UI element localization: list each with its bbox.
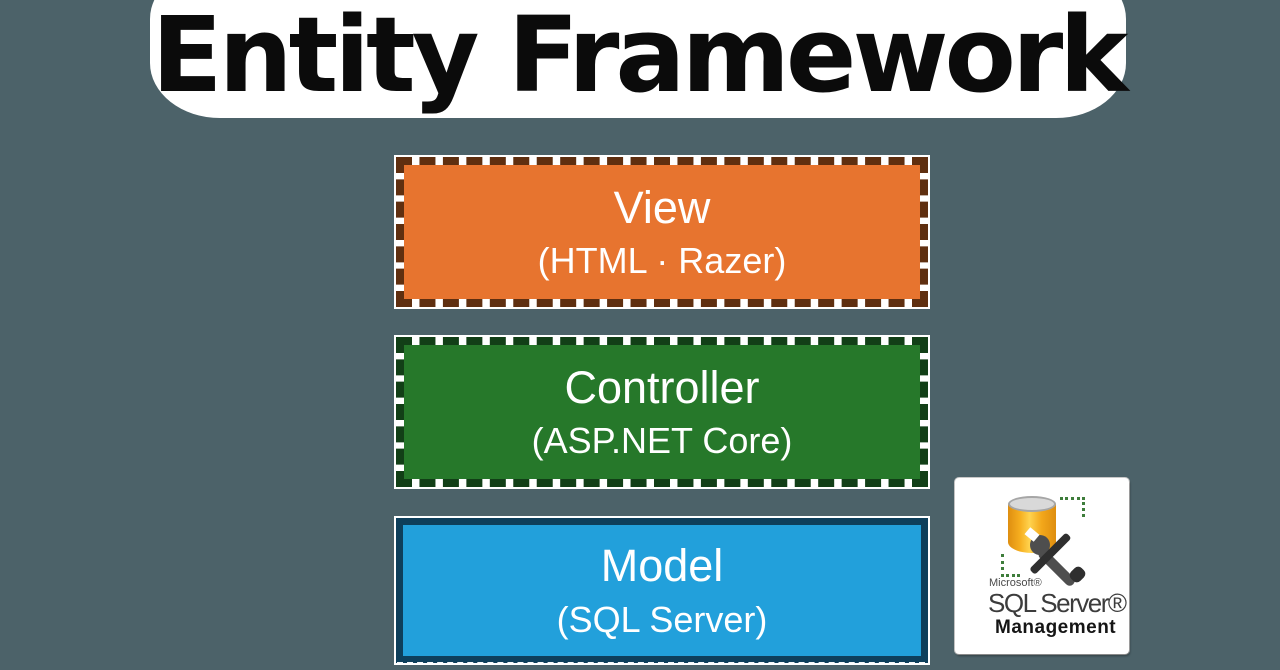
- page-title: Entity Framework: [151, 0, 1129, 116]
- sql-server-management-logo: Microsoft® SQL Server® Management: [955, 478, 1129, 654]
- title-background-band: [150, 0, 1126, 118]
- layer-box-controller-surface: Controller (ASP.NET Core): [396, 337, 928, 487]
- layer-view-label: View: [613, 181, 711, 233]
- layer-box-controller: Controller (ASP.NET Core): [394, 335, 930, 489]
- layer-box-view: View (HTML · Razer): [394, 155, 930, 309]
- layer-view-sublabel: (HTML · Razer): [537, 240, 787, 282]
- layer-controller-sublabel: (ASP.NET Core): [531, 420, 793, 462]
- sql-server-label: SQL Server®: [988, 588, 1127, 618]
- layer-model-label: Model: [600, 540, 724, 592]
- management-label: Management: [995, 617, 1117, 638]
- wrench-screwdriver-icon: [1024, 524, 1088, 588]
- wrench-head-icon: [1024, 527, 1050, 555]
- green-dots-bottom-left-icon: [1001, 554, 1020, 577]
- layer-box-model-surface: Model (SQL Server): [396, 518, 928, 663]
- layer-box-model: Model (SQL Server): [394, 516, 930, 665]
- green-dots-top-right-icon: [1060, 497, 1085, 517]
- microsoft-label: Microsoft®: [989, 577, 1042, 589]
- layer-box-view-surface: View (HTML · Razer): [396, 157, 928, 307]
- layer-model-sublabel: (SQL Server): [556, 598, 768, 640]
- model-bottom-dashed-line: [397, 662, 925, 664]
- layer-controller-label: Controller: [564, 361, 760, 413]
- database-cylinder-top-icon: [1008, 496, 1056, 512]
